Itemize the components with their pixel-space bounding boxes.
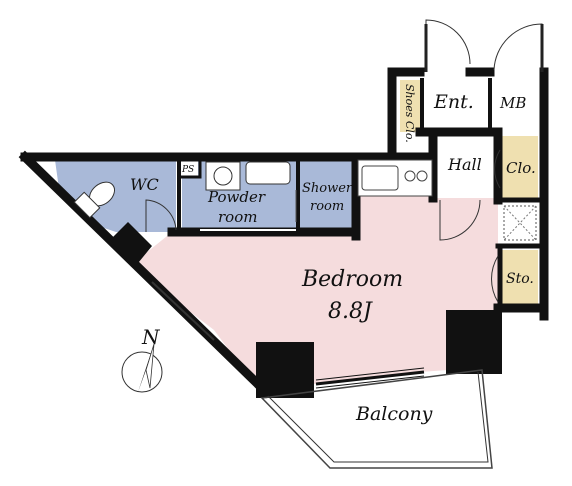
hall-area — [433, 130, 499, 198]
balcony-label: Balcony — [355, 403, 433, 425]
pillar-east — [446, 310, 502, 374]
hall-label: Hall — [447, 155, 482, 174]
bedroom-size-label: 8.8J — [328, 299, 373, 324]
window-south — [315, 370, 425, 386]
mb-label: MB — [499, 94, 526, 112]
wc-label: WC — [130, 175, 159, 194]
window-south-inner — [315, 375, 425, 389]
washing-machine-drum-icon — [213, 166, 233, 186]
pillar-south — [256, 342, 314, 398]
toilet-tank-icon — [73, 191, 101, 219]
stove-burner-icon-2 — [416, 170, 428, 182]
powder-room-label-line1: Powder — [207, 188, 266, 206]
entrance-door-right — [493, 23, 543, 72]
entrance-door-left — [425, 19, 471, 72]
kitchen-sink-icon — [361, 165, 399, 191]
wc-area — [55, 160, 176, 232]
closet-area — [502, 136, 538, 198]
compass-needle-half-icon — [145, 343, 155, 389]
clo-door — [494, 149, 501, 189]
stove-burner-icon-1 — [404, 170, 416, 182]
wc-door — [145, 199, 177, 232]
bedroom-label: Bedroom — [301, 267, 403, 292]
ent-label: Ent. — [433, 91, 474, 113]
shower-room-area — [300, 160, 352, 232]
washing-machine-icon — [205, 161, 241, 191]
outer-wall-diagonal — [18, 150, 273, 399]
balcony-outline — [260, 369, 493, 469]
meter-box-xbox — [503, 205, 537, 241]
shoes-clo-label: Shoes Clo. — [403, 84, 416, 143]
bedroom-area — [130, 196, 498, 394]
compass-circle — [121, 351, 163, 393]
balcony-rail — [267, 371, 489, 463]
sto-label: Sto. — [506, 271, 534, 287]
powder-room-label-line2: room — [218, 208, 257, 226]
compass: N — [121, 325, 163, 393]
shower-room-label-line2: room — [310, 199, 344, 214]
ps-label: PS — [181, 165, 194, 175]
clo-label: Clo. — [506, 159, 536, 177]
shoes-closet-area — [400, 80, 420, 132]
sto-door — [491, 255, 499, 303]
washbasin-icon — [245, 161, 291, 185]
ps-area — [180, 160, 198, 176]
hall-door — [439, 199, 481, 241]
shower-room-label-line1: Shower — [302, 181, 353, 196]
compass-north-label: N — [141, 325, 161, 349]
storage-area — [502, 250, 538, 308]
pillar-west — [110, 222, 152, 268]
window-diagonal — [151, 281, 215, 341]
window-south-outer — [315, 367, 425, 381]
